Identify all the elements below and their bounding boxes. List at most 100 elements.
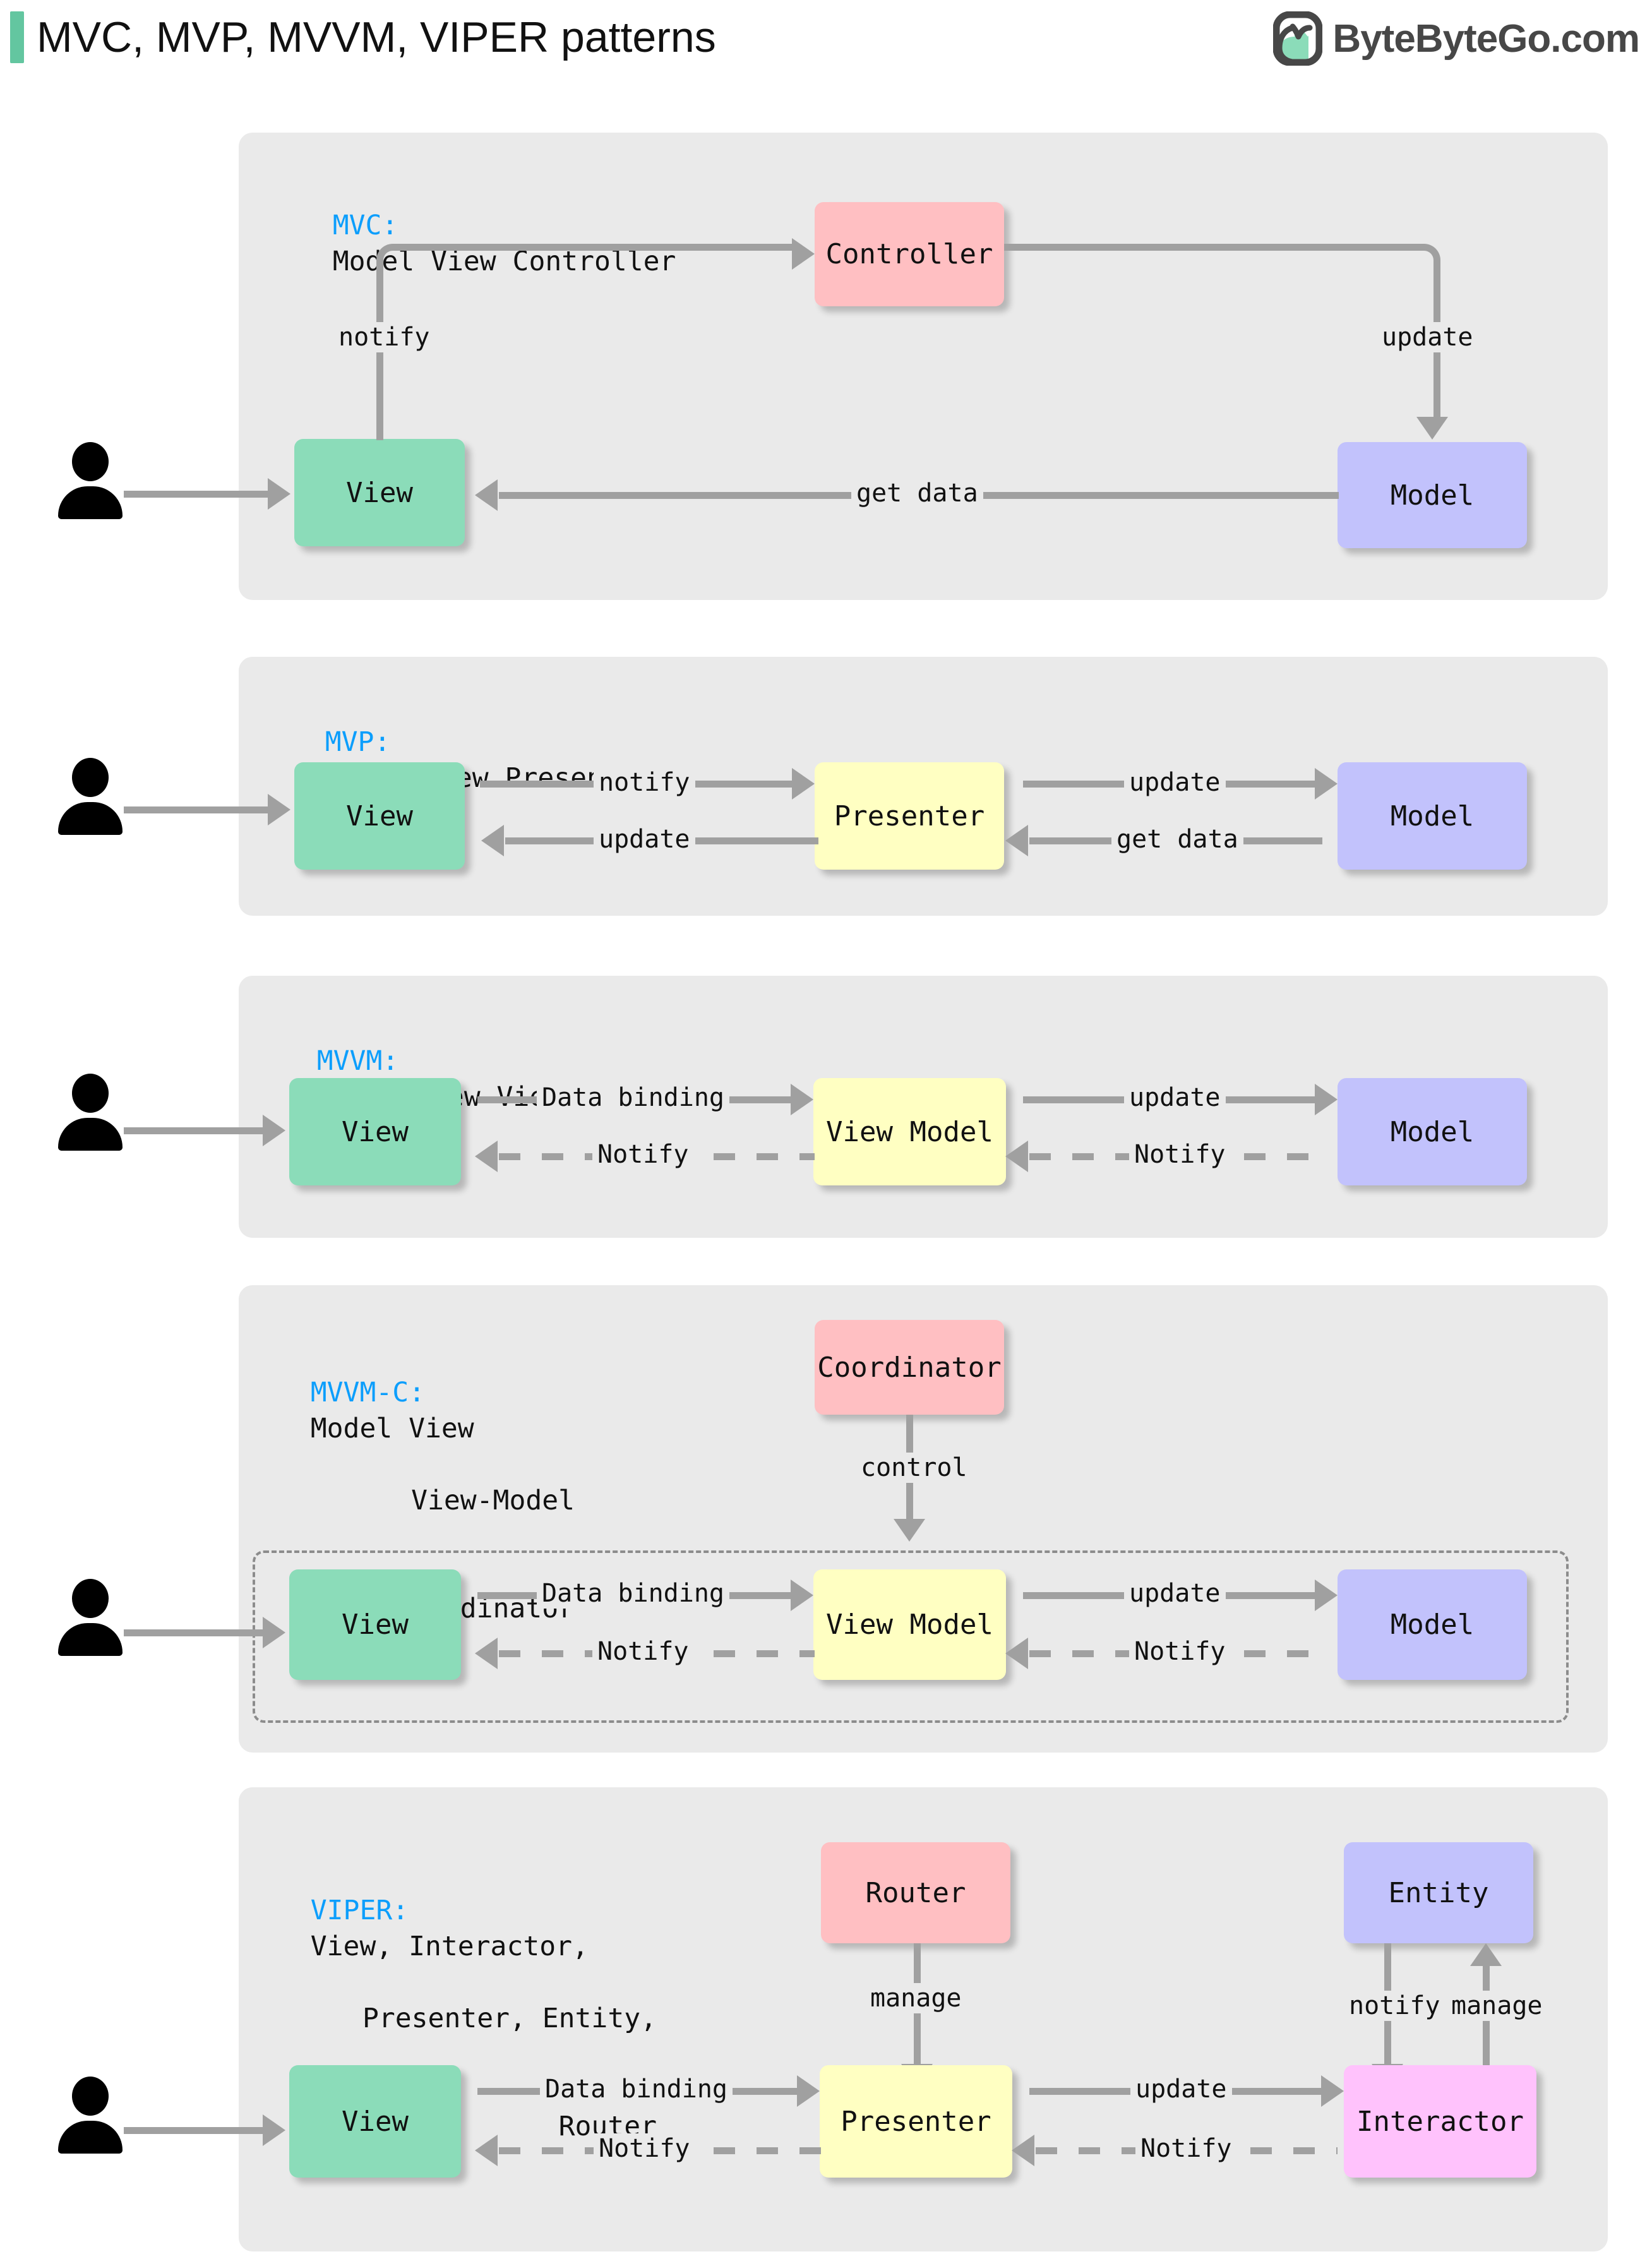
connector-user-to-view-mvc [124, 491, 268, 498]
node-view-viper[interactable]: View [289, 2065, 461, 2178]
section-label-viper: VIPER: View, Interactor, Presenter, Enti… [278, 1857, 657, 2181]
arrowhead-view-to-controller-mvc [792, 238, 815, 270]
node-model-mvp[interactable]: Model [1338, 762, 1527, 870]
user-avatar-mvp [56, 758, 125, 835]
edge-label-notify-left-viper: Notify [594, 2133, 695, 2164]
section-key-mvc: MVC: [332, 210, 415, 241]
arrowhead-viewmodel-to-model-mvvm-c [1315, 1580, 1338, 1611]
avatar-body [58, 802, 123, 835]
node-view-model-mvvm[interactable]: View Model [813, 1078, 1006, 1185]
page-title: MVC, MVP, MVVM, VIPER patterns [37, 13, 716, 61]
arrowhead-presenter-to-interactor-viper [1321, 2075, 1344, 2107]
section-expansion-viper-line1: View, Interactor, [310, 1931, 589, 1962]
page-header: MVC, MVP, MVVM, VIPER patterns ByteByteG… [0, 0, 1652, 95]
arrowhead-viewmodel-to-view-mvvm [475, 1141, 498, 1172]
edge-label-notify-entity-viper: notify [1344, 1991, 1446, 2021]
edge-label-update-mvvm: update [1124, 1082, 1226, 1113]
section-key-mvvm-c: MVVM-C: [310, 1377, 441, 1408]
title-accent-bar [10, 11, 24, 63]
arrowhead-user-to-view-viper [263, 2114, 285, 2146]
edge-label-update-mvc: update [1377, 322, 1478, 352]
edge-label-notify-mvp: notify [594, 767, 695, 798]
bytebytego-logo-icon [1272, 11, 1323, 66]
user-avatar-viper [56, 2077, 125, 2154]
edge-label-update-left-mvp: update [594, 824, 695, 854]
brand-name: ByteByteGo.com [1332, 16, 1640, 61]
node-presenter-mvp[interactable]: Presenter [815, 762, 1004, 870]
node-presenter-viper[interactable]: Presenter [820, 2065, 1012, 2178]
connector-interactor-to-entity [1483, 1964, 1490, 2090]
arrowhead-user-to-view-mvc [268, 478, 290, 510]
arrowhead-viewmodel-to-view-mvvm-c [475, 1638, 498, 1669]
avatar-head [72, 442, 109, 481]
arrowhead-model-to-presenter-mvp [1005, 825, 1028, 856]
section-expansion-viper-line2: Presenter, Entity, [362, 2003, 657, 2034]
avatar-head [72, 1579, 109, 1618]
edge-label-data-binding-viper: Data binding [540, 2074, 733, 2104]
edge-label-data-binding-mvvm-c: Data binding [537, 1578, 729, 1609]
avatar-head [72, 758, 109, 797]
section-expansion-mvvm-c-line2: View-Model [411, 1485, 575, 1516]
avatar-body [58, 1623, 123, 1656]
node-view-mvp[interactable]: View [294, 762, 465, 870]
arrowhead-user-to-view-mvvm [263, 1115, 285, 1146]
edge-label-control-mvvm-c: control [856, 1453, 973, 1483]
node-controller-mvc[interactable]: Controller [815, 202, 1004, 306]
edge-label-update-mvvm-c: update [1124, 1578, 1226, 1609]
node-view-mvc[interactable]: View [294, 439, 465, 546]
arrowhead-controller-to-model-mvc [1416, 417, 1448, 440]
arrowhead-interactor-to-presenter-viper [1012, 2135, 1034, 2166]
arrowhead-view-to-viewmodel-mvvm [791, 1084, 813, 1115]
arrowhead-view-to-presenter-viper [797, 2075, 820, 2107]
edge-label-notify-left-mvvm-c: Notify [592, 1636, 694, 1667]
arrowhead-presenter-to-view-viper [475, 2135, 498, 2166]
edge-label-get-data-mvp: get data [1111, 824, 1243, 854]
connector-view-to-controller-mvc [376, 244, 800, 440]
avatar-body [58, 1118, 123, 1151]
mvvm-c-grouping-box [253, 1550, 1569, 1723]
arrowhead-user-to-view-mvp [268, 794, 290, 825]
node-view-mvvm[interactable]: View [289, 1078, 461, 1185]
node-view-mvvm-c[interactable]: View [289, 1569, 461, 1680]
edge-label-notify-right-viper: Notify [1135, 2133, 1237, 2164]
section-key-viper: VIPER: [310, 1895, 425, 1926]
section-expansion-mvc: Model View Controller [332, 246, 676, 277]
section-expansion-mvvm-c-line1: Model View [310, 1413, 474, 1444]
edge-label-data-binding-mvvm: Data binding [537, 1082, 729, 1113]
arrowhead-user-to-view-mvvm-c [263, 1617, 285, 1648]
arrowhead-interactor-manage [1470, 1943, 1502, 1966]
connector-controller-to-model-mvc [1004, 244, 1440, 428]
edge-label-notify-left-mvvm: Notify [592, 1139, 694, 1170]
connector-user-to-view-mvp [124, 806, 268, 813]
node-model-mvvm-c[interactable]: Model [1338, 1569, 1527, 1680]
brand: ByteByteGo.com [1272, 11, 1640, 66]
arrowhead-model-to-view-mvc [475, 479, 498, 511]
avatar-body [58, 486, 123, 519]
node-coordinator-mvvm-c[interactable]: Coordinator [815, 1320, 1004, 1415]
node-entity-viper[interactable]: Entity [1344, 1842, 1533, 1943]
edge-label-notify-right-mvvm: Notify [1129, 1139, 1231, 1170]
node-model-mvvm[interactable]: Model [1338, 1078, 1527, 1185]
edge-label-update-right-mvp: update [1124, 767, 1226, 798]
connector-user-to-view-mvvm [124, 1127, 263, 1134]
node-view-model-mvvm-c[interactable]: View Model [813, 1569, 1006, 1680]
edge-label-get-data-mvc: get data [851, 478, 983, 508]
avatar-head [72, 2077, 109, 2116]
edge-label-update-viper: update [1130, 2074, 1232, 2104]
edge-label-manage-entity-viper: manage [1446, 1991, 1548, 2021]
user-avatar-mvc [56, 442, 125, 519]
node-model-mvc[interactable]: Model [1338, 442, 1527, 548]
node-router-viper[interactable]: Router [821, 1842, 1010, 1943]
arrowhead-view-to-viewmodel-mvvm-c [791, 1580, 813, 1611]
edge-label-notify-mvc: notify [333, 322, 435, 352]
arrowhead-model-to-viewmodel-mvvm-c [1005, 1638, 1028, 1669]
edge-label-notify-right-mvvm-c: Notify [1129, 1636, 1231, 1667]
connector-user-to-view-viper [124, 2127, 263, 2134]
avatar-body [58, 2121, 123, 2154]
section-key-mvp: MVP: [325, 726, 407, 758]
arrowhead-model-to-viewmodel-mvvm [1005, 1141, 1028, 1172]
section-key-mvvm: MVVM: [316, 1045, 416, 1077]
edge-label-manage-router-viper: manage [865, 1983, 967, 2013]
node-interactor-viper[interactable]: Interactor [1344, 2065, 1536, 2178]
connector-user-to-view-mvvm-c [124, 1629, 263, 1636]
